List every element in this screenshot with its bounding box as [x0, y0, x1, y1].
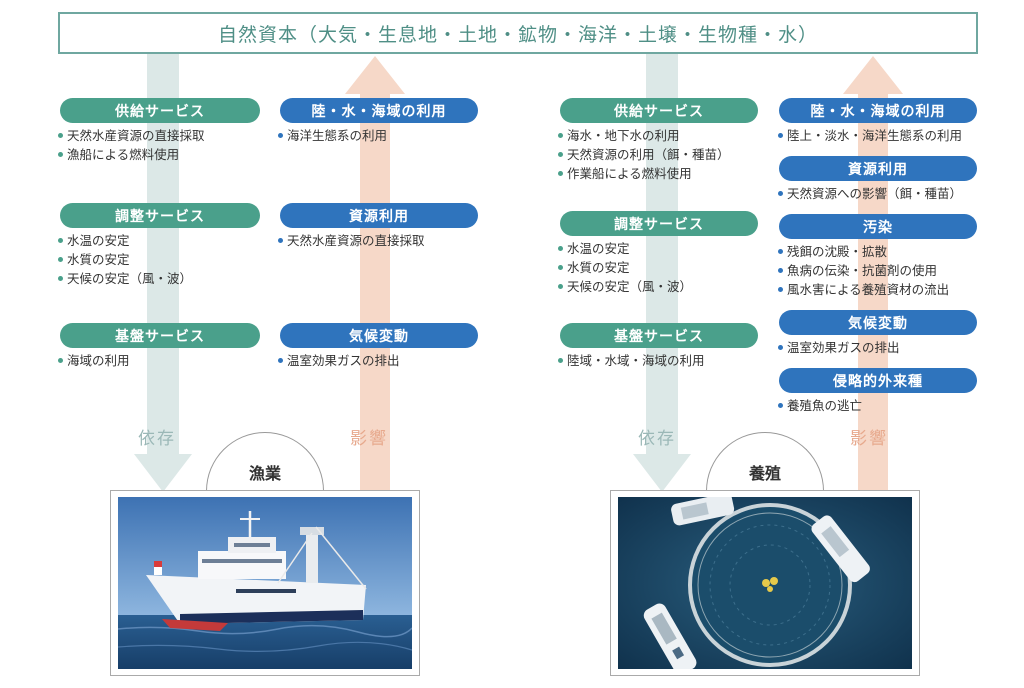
fishery-dep-pill-supporting: 基盤サービス — [60, 323, 260, 348]
list-item: 天候の安定（風・波） — [58, 269, 192, 288]
fishery-dep-pill-regulating: 調整サービス — [60, 203, 260, 228]
list-item: 残餌の沈殿・拡散 — [778, 242, 949, 261]
list-item: 水温の安定 — [558, 239, 692, 258]
aquaculture-label: 養殖 — [748, 464, 781, 483]
list-item: 海水・地下水の利用 — [558, 126, 730, 145]
fishery-dependency-arrow — [134, 54, 192, 492]
aquaculture-imp-pill-land-sea-use: 陸・水・海域の利用 — [779, 98, 977, 123]
fishery-impact-caption: 影響 — [350, 429, 388, 449]
fish-farm-pen-photo — [618, 497, 912, 669]
list-item: 養殖魚の逃亡 — [778, 396, 862, 415]
aquaculture-dep-pill-supporting: 基盤サービス — [560, 323, 758, 348]
list-item: 作業船による燃料使用 — [558, 164, 730, 183]
fishery-dep-list-regulating: 水温の安定 水質の安定 天候の安定（風・波） — [58, 231, 192, 288]
list-item: 天然資源への影響（餌・種苗） — [778, 184, 962, 203]
fishery-label: 漁業 — [248, 464, 281, 483]
aquaculture-imp-list-climate: 温室効果ガスの排出 — [778, 338, 900, 357]
fishery-imp-pill-resource-use: 資源利用 — [280, 203, 478, 228]
list-item: 陸上・淡水・海洋生態系の利用 — [778, 126, 962, 145]
fishery-dependency-caption: 依存 — [138, 429, 176, 449]
aquaculture-imp-pill-climate: 気候変動 — [779, 310, 977, 335]
aquaculture-dep-list-supporting: 陸域・水域・海域の利用 — [558, 351, 705, 370]
fishing-vessel-photo — [118, 497, 412, 669]
aquaculture-imp-pill-invasive-species: 侵略的外来種 — [779, 368, 977, 393]
aquaculture-dep-pill-regulating: 調整サービス — [560, 211, 758, 236]
fishery-dep-list-supporting: 海域の利用 — [58, 351, 130, 370]
aquaculture-dep-pill-supply: 供給サービス — [560, 98, 758, 123]
fishery-dep-list-supply: 天然水産資源の直接採取 漁船による燃料使用 — [58, 126, 205, 164]
list-item: 天然資源の利用（餌・種苗） — [558, 145, 730, 164]
aquaculture-imp-list-resource-use: 天然資源への影響（餌・種苗） — [778, 184, 962, 203]
natural-capital-title: 自然資本（大気・生息地・土地・鉱物・海洋・土壌・生物種・水） — [58, 12, 978, 54]
list-item: 魚病の伝染・抗菌剤の使用 — [778, 261, 949, 280]
list-item: 海洋生態系の利用 — [278, 126, 387, 145]
fishery-imp-list-climate: 温室効果ガスの排出 — [278, 351, 400, 370]
aquaculture-imp-list-land-sea-use: 陸上・淡水・海洋生態系の利用 — [778, 126, 962, 145]
fishery-imp-pill-land-sea-use: 陸・水・海域の利用 — [280, 98, 478, 123]
aquaculture-dep-list-supply: 海水・地下水の利用 天然資源の利用（餌・種苗） 作業船による燃料使用 — [558, 126, 730, 183]
aquaculture-dependency-caption: 依存 — [638, 429, 676, 449]
fishery-imp-pill-climate: 気候変動 — [280, 323, 478, 348]
list-item: 水質の安定 — [558, 258, 692, 277]
list-item: 温室効果ガスの排出 — [278, 351, 400, 370]
list-item: 風水害による養殖資材の流出 — [778, 280, 949, 299]
aquaculture-imp-list-pollution: 残餌の沈殿・拡散 魚病の伝染・抗菌剤の使用 風水害による養殖資材の流出 — [778, 242, 949, 299]
aquaculture-imp-pill-pollution: 汚染 — [779, 214, 977, 239]
list-item: 陸域・水域・海域の利用 — [558, 351, 705, 370]
fishery-imp-list-resource-use: 天然水産資源の直接採取 — [278, 231, 425, 250]
fishery-dep-pill-supply: 供給サービス — [60, 98, 260, 123]
aquaculture-impact-caption: 影響 — [850, 429, 888, 449]
aquaculture-imp-list-invasive-species: 養殖魚の逃亡 — [778, 396, 862, 415]
list-item: 天然水産資源の直接採取 — [278, 231, 425, 250]
list-item: 天候の安定（風・波） — [558, 277, 692, 296]
aquaculture-imp-pill-resource-use: 資源利用 — [779, 156, 977, 181]
fishery-impact-arrow — [345, 56, 405, 496]
list-item: 天然水産資源の直接採取 — [58, 126, 205, 145]
list-item: 温室効果ガスの排出 — [778, 338, 900, 357]
list-item: 水温の安定 — [58, 231, 192, 250]
list-item: 漁船による燃料使用 — [58, 145, 205, 164]
list-item: 海域の利用 — [58, 351, 130, 370]
fishery-imp-list-land-sea-use: 海洋生態系の利用 — [278, 126, 387, 145]
list-item: 水質の安定 — [58, 250, 192, 269]
aquaculture-dependency-arrow — [633, 54, 691, 492]
aquaculture-dep-list-regulating: 水温の安定 水質の安定 天候の安定（風・波） — [558, 239, 692, 296]
